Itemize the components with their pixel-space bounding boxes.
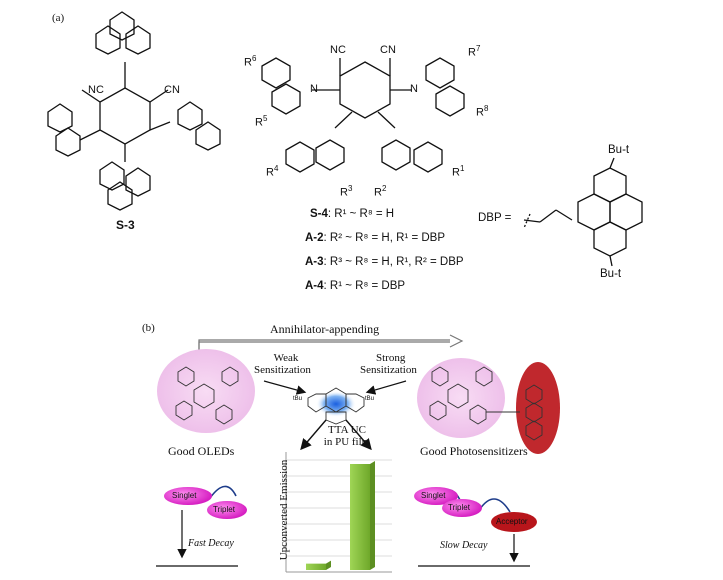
strong-sensitization-label-2: Sensitization xyxy=(360,364,417,376)
bar-1 xyxy=(350,464,370,570)
compound-a4: A-4: R¹ ~ R⁸ = DBP xyxy=(305,280,406,292)
panel-b-label: (b) xyxy=(142,322,155,334)
r1-label: R1 xyxy=(452,164,465,179)
tbu-left: tBu xyxy=(293,396,303,402)
s3-cn-right: CN xyxy=(164,84,180,96)
compound-s4: S-4: R¹ ~ R⁸ = H xyxy=(310,208,395,220)
bar-chart xyxy=(285,452,392,573)
r5-label: R5 xyxy=(255,114,268,129)
dbp-bu-bottom: Bu-t xyxy=(600,268,622,280)
y-axis-label: Upconverted Emission xyxy=(278,459,290,561)
strong-sensitization-label: Strong xyxy=(376,352,406,364)
compound-a3: A-3: R³ ~ R⁸ = H, R¹, R² = DBP xyxy=(305,256,464,268)
acceptor-label: Acceptor xyxy=(496,517,528,526)
bar-side-0 xyxy=(326,560,331,570)
dbp-structure xyxy=(523,157,643,267)
energy-diagram-right xyxy=(414,487,537,567)
photosensitizer-highlight xyxy=(417,358,505,438)
good-oleds-label: Good OLEDs xyxy=(168,444,235,458)
singlet-label-left: Singlet xyxy=(172,491,197,500)
energy-diagram-left xyxy=(156,485,247,567)
r7-label: R7 xyxy=(468,44,481,59)
bar-0 xyxy=(306,563,326,570)
mini-molecule-right xyxy=(429,366,543,441)
singlet-label-right: Singlet xyxy=(421,491,446,500)
r4-label: R4 xyxy=(266,164,279,179)
r3-label: R3 xyxy=(340,184,353,199)
main-cn-left: NC xyxy=(330,44,346,56)
s3-structure xyxy=(47,11,221,211)
dbp-label: DBP = xyxy=(478,212,512,224)
main-structure xyxy=(261,57,465,173)
tbu-right: tBu xyxy=(365,396,375,402)
compound-a2: A-2: R² ~ R⁸ = H, R¹ = DBP xyxy=(305,232,446,244)
oled-highlight xyxy=(157,349,255,433)
slow-decay-label: Slow Decay xyxy=(440,540,488,551)
dbp-bu-top: Bu-t xyxy=(608,144,630,156)
s3-cn-left: NC xyxy=(88,84,104,96)
main-n-left: N xyxy=(310,83,318,95)
panel-a-label: (a) xyxy=(52,12,65,24)
annihilator-appending-label: Annihilator-appending xyxy=(270,322,380,336)
weak-sensitization-label: Weak xyxy=(273,352,299,364)
mini-molecule-left xyxy=(175,366,239,425)
annihilator-arrow xyxy=(198,334,464,352)
weak-sensitization-label-2: Sensitization xyxy=(254,364,311,376)
s3-name: S-3 xyxy=(116,218,135,232)
r2-label: R2 xyxy=(374,184,387,199)
acceptor-highlight xyxy=(516,362,560,454)
bar-side-1 xyxy=(370,461,375,570)
fast-decay-label: Fast Decay xyxy=(188,538,234,549)
main-cn-right: CN xyxy=(380,44,396,56)
r8-label: R8 xyxy=(476,104,489,119)
good-photosensitizers-label: Good Photosensitizers xyxy=(420,444,528,458)
triplet-label-left: Triplet xyxy=(213,505,235,514)
r6-label: R6 xyxy=(244,54,257,69)
main-n-right: N xyxy=(410,83,418,95)
triplet-label-right: Triplet xyxy=(448,503,470,512)
